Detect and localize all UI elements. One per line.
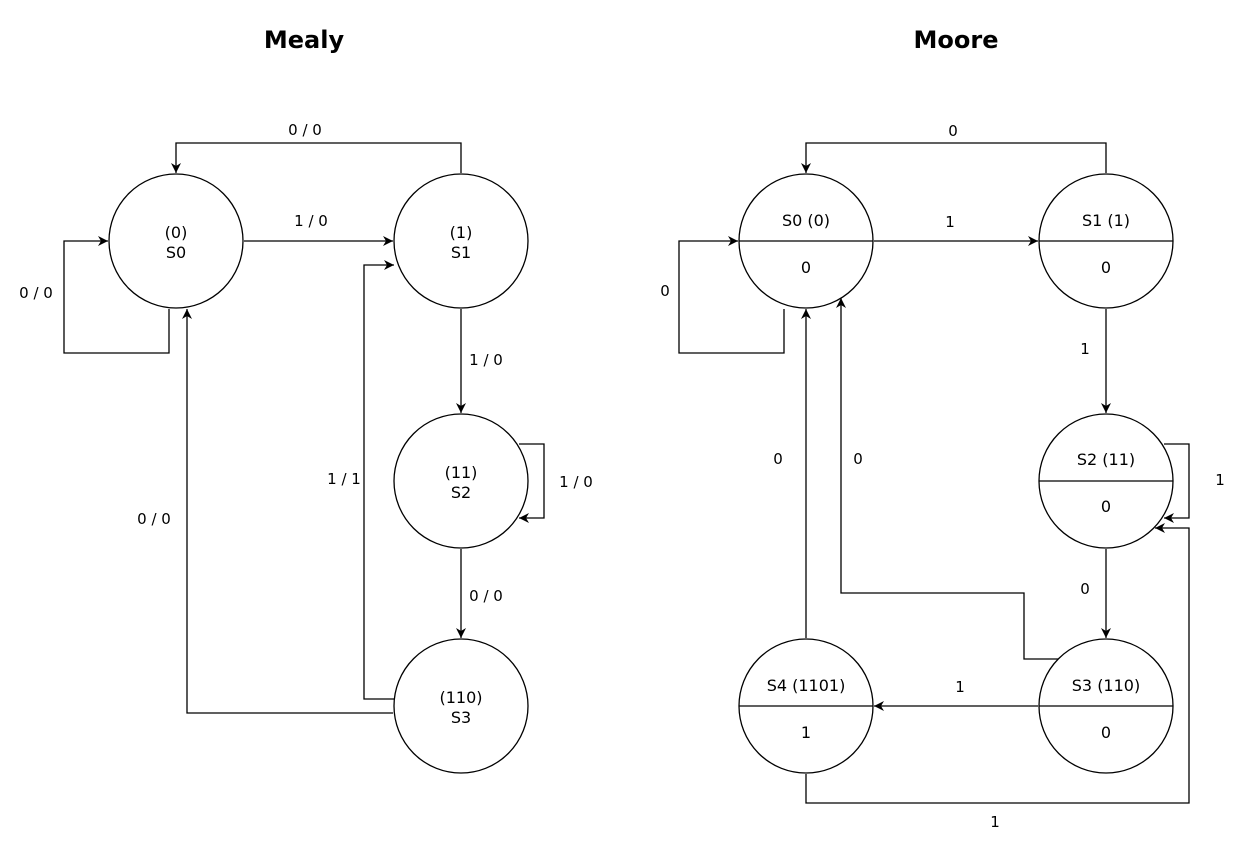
- mealy-state-s1-name: S1: [451, 243, 471, 262]
- mealy-edge-s2-self: [519, 443, 545, 523]
- moore-state-s4-name: S4 (1101): [767, 676, 846, 695]
- mealy-state-s3-circle: [393, 638, 529, 774]
- mealy-label-s0-self: 0 / 0: [19, 284, 53, 302]
- mealy-label-s0-s1: 1 / 0: [294, 212, 328, 230]
- mealy-label-s1-s2: 1 / 0: [469, 351, 503, 369]
- moore-label-s2-self: 1: [1215, 471, 1225, 489]
- moore-label-s0-s1: 1: [945, 213, 955, 231]
- mealy-label-s3-s1: 1 / 1: [327, 470, 361, 488]
- moore-state-s2: S2 (11) 0: [1038, 413, 1174, 549]
- moore-state-s3: S3 (110) 0: [1038, 638, 1174, 774]
- moore-edge-s3-s0: [836, 298, 1058, 660]
- moore-label-s4-s0: 0: [773, 450, 783, 468]
- mealy-edge-s1-s0: [171, 142, 462, 173]
- mealy-label-s2-s3: 0 / 0: [469, 587, 503, 605]
- mealy-state-s0-name: S0: [166, 243, 186, 262]
- mealy-state-s1-circle: [393, 173, 529, 309]
- moore-edge-s2-self: [1164, 443, 1190, 523]
- moore-state-s1-name: S1 (1): [1082, 211, 1130, 230]
- mealy-edge-s3-s1: [363, 260, 395, 700]
- moore-label-s4-s2: 1: [990, 813, 1000, 831]
- moore-label-s1-s2: 1: [1080, 340, 1090, 358]
- moore-edges: [678, 142, 1190, 804]
- moore-state-s3-name: S3 (110): [1072, 676, 1140, 695]
- moore-state-s2-name: S2 (11): [1077, 450, 1135, 469]
- moore-label-s0-self: 0: [660, 282, 670, 300]
- mealy-state-s0-code: (0): [165, 223, 188, 242]
- mealy-edge-s0-self: [63, 236, 170, 354]
- moore-state-s4: S4 (1101) 1: [738, 638, 874, 774]
- mealy-state-s0-circle: [108, 173, 244, 309]
- mealy-edge-s3-s0: [182, 309, 393, 714]
- moore-edge-s0-self: [678, 236, 785, 354]
- mealy-state-s3-code: (110): [439, 688, 482, 707]
- moore-state-s3-output: 0: [1101, 723, 1111, 742]
- moore-edge-s4-s2: [805, 523, 1190, 804]
- mealy-state-s1: (1) S1: [393, 173, 529, 309]
- mealy-state-s0: (0) S0: [108, 173, 244, 309]
- mealy-state-s2-code: (11): [445, 463, 478, 482]
- moore-title: Moore: [914, 26, 999, 54]
- mealy-label-s2-self: 1 / 0: [559, 473, 593, 491]
- moore-label-s1-s0: 0: [948, 122, 958, 140]
- mealy-state-s2-circle: [393, 413, 529, 549]
- mealy-state-s2: (11) S2: [393, 413, 529, 549]
- moore-state-s0-output: 0: [801, 258, 811, 277]
- moore-label-s3-s4: 1: [955, 678, 965, 696]
- moore-label-s2-s3: 0: [1080, 580, 1090, 598]
- moore-state-s2-output: 0: [1101, 497, 1111, 516]
- moore-state-s1: S1 (1) 0: [1038, 173, 1174, 309]
- moore-state-s1-output: 0: [1101, 258, 1111, 277]
- moore-label-s3-s0: 0: [853, 450, 863, 468]
- moore-state-s0: S0 (0) 0: [738, 173, 874, 309]
- mealy-label-s3-s0: 0 / 0: [137, 510, 171, 528]
- mealy-label-s1-s0: 0 / 0: [288, 121, 322, 139]
- mealy-state-s3: (110) S3: [393, 638, 529, 774]
- moore-state-s4-output: 1: [801, 723, 811, 742]
- moore-edge-s1-s0: [801, 142, 1107, 173]
- mealy-title: Mealy: [264, 26, 345, 54]
- mealy-state-s1-code: (1): [450, 223, 473, 242]
- mealy-state-s3-name: S3: [451, 708, 471, 727]
- mealy-edges: [63, 142, 545, 714]
- mealy-state-s2-name: S2: [451, 483, 471, 502]
- moore-state-s0-name: S0 (0): [782, 211, 830, 230]
